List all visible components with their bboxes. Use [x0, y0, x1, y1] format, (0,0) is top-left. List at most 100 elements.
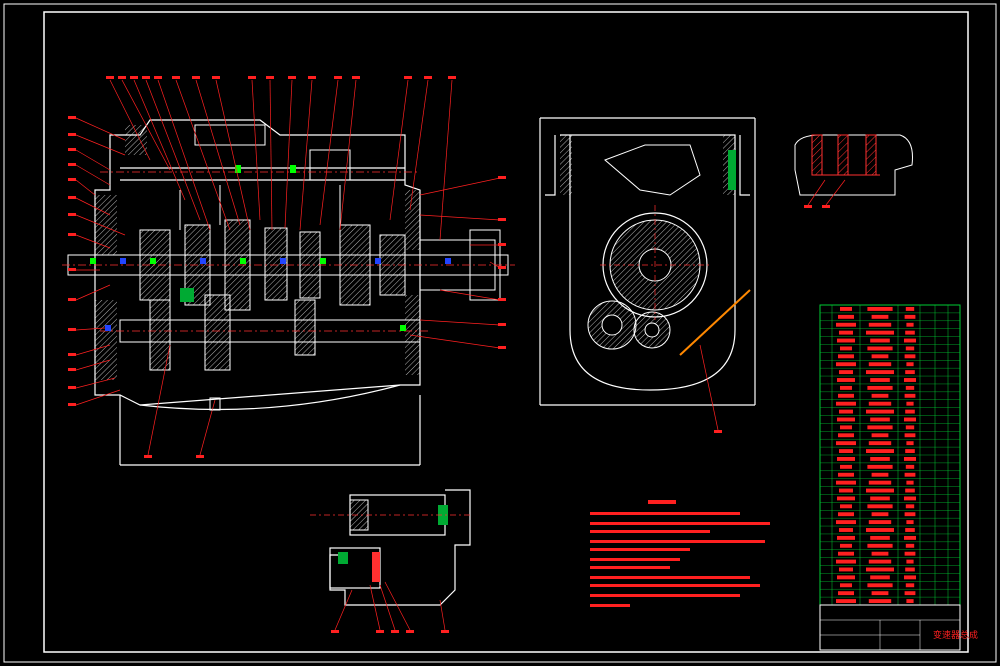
table-entry-mark	[904, 378, 916, 382]
table-entry-mark	[839, 488, 853, 493]
table-entry-mark	[904, 314, 916, 319]
table-entry-mark	[905, 346, 915, 351]
side-leader	[699, 344, 719, 431]
table-entry-mark	[866, 409, 894, 414]
leader-tags-top	[106, 76, 456, 79]
table-entry-mark	[868, 559, 892, 564]
shift-lever	[604, 144, 701, 196]
table-entry-mark	[837, 457, 855, 461]
leader-tags-left	[68, 116, 76, 406]
table-entry-mark	[836, 441, 856, 446]
table-entry-mark	[837, 575, 855, 580]
main-section-view	[62, 76, 515, 466]
table-entry-mark	[867, 543, 893, 548]
parts-list-rows	[820, 312, 960, 598]
table-entry-mark	[867, 385, 893, 390]
side-center-lines	[600, 205, 710, 320]
table-entry-mark	[867, 464, 893, 469]
table-entry-mark	[839, 449, 853, 453]
table-entry-mark	[905, 488, 915, 493]
title-block: 变速器总成	[819, 604, 978, 651]
table-entry-mark	[868, 599, 892, 603]
table-entry-mark	[870, 378, 890, 382]
parts-list-table	[819, 304, 961, 606]
parts-list-entries	[836, 307, 916, 603]
table-entry-mark	[904, 535, 916, 540]
table-entry-mark	[836, 599, 856, 603]
table-entry-mark	[839, 528, 853, 532]
table-entry-mark	[838, 354, 854, 359]
table-entry-mark	[905, 528, 915, 532]
table-entry-mark	[905, 409, 915, 414]
table-entry-mark	[838, 591, 854, 596]
table-entry-mark	[838, 512, 854, 517]
table-entry-mark	[840, 346, 852, 351]
table-entry-mark	[868, 441, 892, 446]
table-entry-mark	[839, 330, 853, 335]
table-entry-mark	[871, 512, 889, 517]
table-entry-mark	[870, 338, 890, 343]
drawing-name: 变速器总成	[933, 629, 978, 641]
table-entry-mark	[905, 330, 915, 335]
countershaft	[119, 294, 421, 371]
table-entry-mark	[866, 488, 894, 493]
side-wall-hatch-left	[560, 135, 572, 195]
table-entry-mark	[840, 464, 852, 469]
table-entry-mark	[840, 583, 852, 588]
table-entry-mark	[905, 567, 915, 572]
table-entry-mark	[868, 480, 892, 485]
table-entry-mark	[867, 425, 893, 430]
table-entry-mark	[870, 496, 890, 501]
leader-tags-right	[498, 176, 506, 349]
table-entry-mark	[905, 370, 915, 375]
table-entry-mark	[867, 583, 893, 588]
table-entry-mark	[868, 520, 892, 525]
table-entry-mark	[870, 417, 890, 422]
center-lines	[62, 171, 515, 332]
table-entry-mark	[904, 417, 916, 422]
table-entry-mark	[837, 496, 855, 501]
leader-lines-top	[109, 79, 453, 241]
table-entry-mark	[871, 433, 889, 438]
leader-lines-left	[75, 117, 126, 406]
table-entry-mark	[837, 378, 855, 382]
table-entry-mark	[838, 393, 854, 398]
dipstick	[679, 289, 751, 356]
table-entry-mark	[867, 504, 893, 509]
table-entry-mark	[905, 543, 915, 548]
table-entry-mark	[905, 307, 915, 311]
table-entry-mark	[906, 520, 914, 525]
table-entry-mark	[871, 551, 889, 556]
table-entry-mark	[870, 457, 890, 461]
table-entry-mark	[839, 567, 853, 572]
table-entry-mark	[840, 425, 852, 430]
table-entry-mark	[904, 551, 916, 556]
table-entry-mark	[906, 559, 914, 564]
side-section-view	[539, 117, 756, 433]
leader-lines-bottom	[147, 344, 216, 456]
table-entry-mark	[871, 314, 889, 319]
table-entry-mark	[870, 575, 890, 580]
table-entry-mark	[904, 338, 916, 343]
table-entry-mark	[904, 457, 916, 461]
table-entry-mark	[904, 393, 916, 398]
table-entry-mark	[838, 551, 854, 556]
table-entry-mark	[866, 370, 894, 375]
table-entry-mark	[906, 362, 914, 367]
table-entry-mark	[906, 480, 914, 485]
technical-requirements-block	[590, 500, 770, 607]
table-entry-mark	[867, 307, 893, 311]
table-entry-mark	[904, 512, 916, 517]
drawing-border	[3, 3, 997, 663]
side-housing	[539, 117, 756, 406]
table-entry-mark	[904, 575, 916, 580]
table-entry-mark	[906, 441, 914, 446]
leader-tags-bottom	[144, 455, 204, 458]
table-entry-mark	[836, 401, 856, 406]
shift-rail	[179, 124, 351, 230]
table-entry-mark	[905, 464, 915, 469]
table-entry-mark	[837, 338, 855, 343]
table-entry-mark	[837, 417, 855, 422]
table-entry-mark	[866, 449, 894, 453]
